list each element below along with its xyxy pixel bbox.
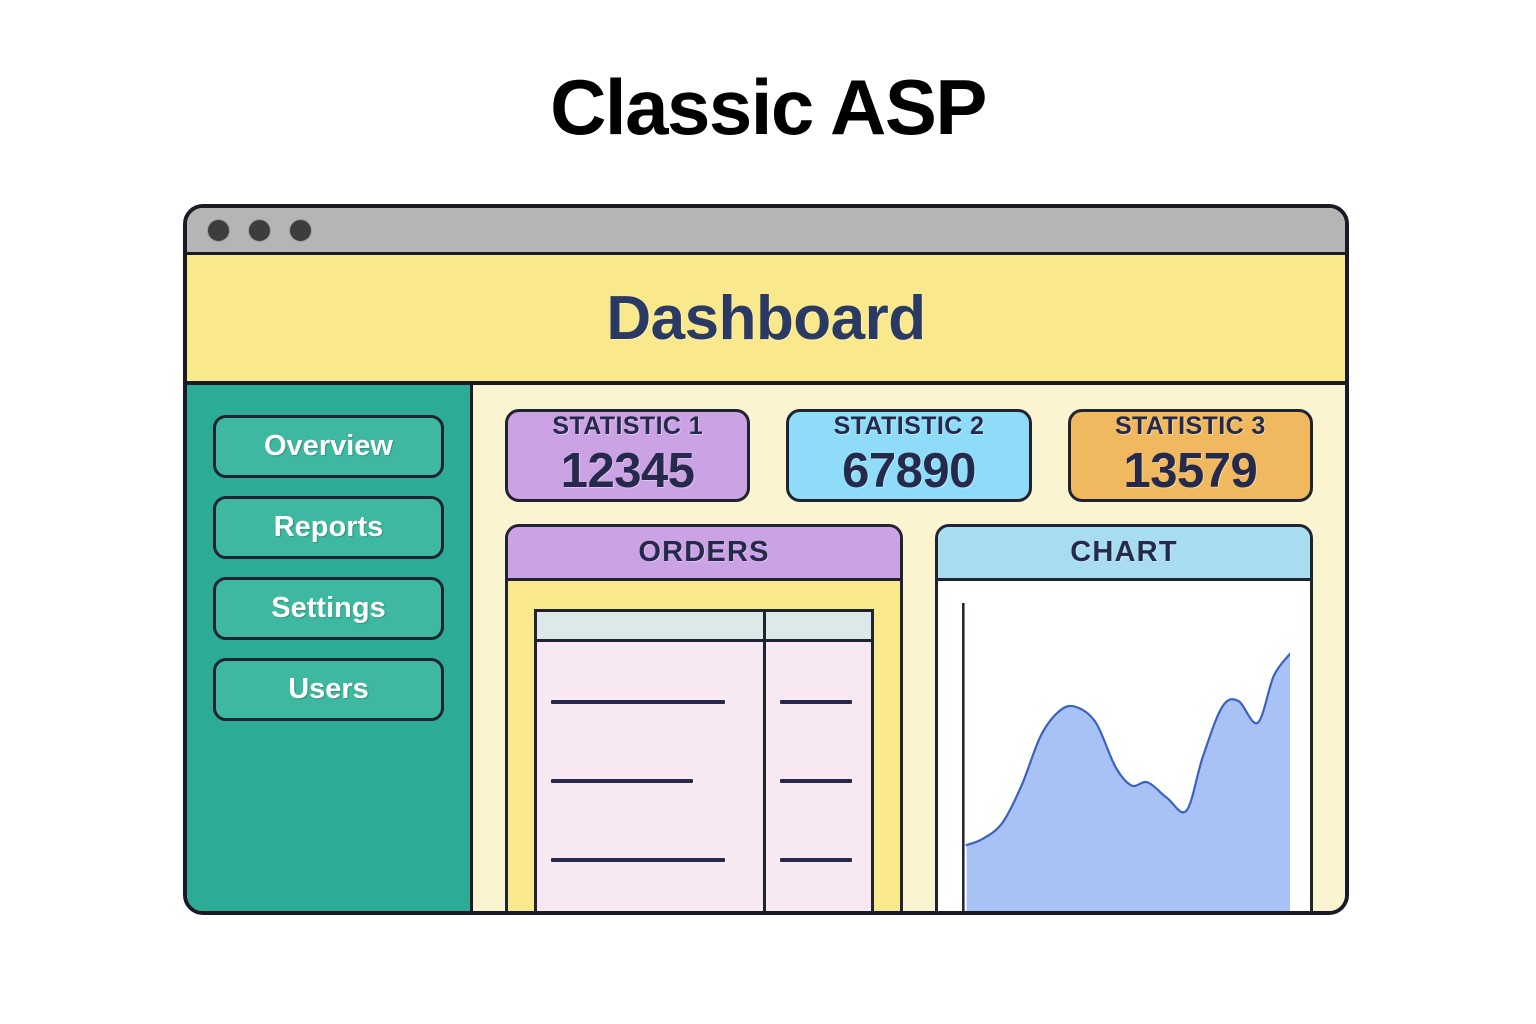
sidebar-item-label: Users: [288, 673, 369, 705]
stat-card-value: 12345: [560, 444, 695, 498]
orders-panel-body: [508, 581, 900, 911]
orders-table-header-cell-wide: [537, 612, 766, 639]
orders-row-placeholder: [779, 699, 852, 704]
stats-row: STATISTIC 1 12345 STATISTIC 2 67890 STAT…: [505, 409, 1313, 502]
dashboard-title: Dashboard: [606, 283, 926, 353]
window-titlebar: [187, 208, 1345, 255]
area-chart[interactable]: [960, 603, 1290, 915]
orders-table-header-cell-narrow: [765, 612, 871, 639]
stat-card-label: STATISTIC 2: [833, 412, 985, 440]
chart-panel-body: [938, 581, 1310, 915]
chart-area-fill: [966, 653, 1290, 911]
orders-table-column-narrow: [765, 642, 871, 911]
browser-window: Dashboard Overview Reports Settings User…: [183, 204, 1349, 915]
main-content: STATISTIC 1 12345 STATISTIC 2 67890 STAT…: [473, 385, 1345, 915]
sidebar-item-label: Settings: [271, 592, 386, 624]
page-title: Classic ASP: [550, 63, 987, 151]
stat-card-label: STATISTIC 1: [552, 412, 704, 440]
orders-table-header-row: [537, 612, 871, 642]
stat-card-label: STATISTIC 3: [1114, 412, 1266, 440]
chart-panel-title: CHART: [1070, 536, 1178, 568]
sidebar-item-settings[interactable]: Settings: [213, 577, 444, 640]
orders-row-placeholder: [779, 778, 852, 783]
chart-panel: CHART: [935, 524, 1313, 915]
minimize-dot-icon[interactable]: [248, 218, 271, 242]
orders-row-placeholder: [551, 778, 694, 783]
chart-line: [967, 654, 1290, 845]
chart-panel-header: CHART: [938, 527, 1310, 581]
sidebar-item-label: Overview: [264, 430, 393, 462]
stat-card-3[interactable]: STATISTIC 3 13579: [1067, 409, 1313, 502]
orders-row-placeholder: [551, 699, 726, 704]
orders-panel: ORDERS: [505, 524, 903, 911]
orders-table-column-wide: [537, 642, 766, 911]
stat-card-2[interactable]: STATISTIC 2 67890: [786, 409, 1032, 502]
sidebar-item-users[interactable]: Users: [213, 658, 444, 721]
orders-table-body: [537, 642, 871, 911]
stat-card-1[interactable]: STATISTIC 1 12345: [505, 409, 751, 502]
maximize-dot-icon[interactable]: [289, 218, 312, 242]
orders-row-placeholder: [779, 858, 852, 863]
panels-row: ORDERS: [505, 524, 1313, 915]
orders-row-placeholder: [551, 858, 726, 863]
stat-card-value: 67890: [842, 444, 976, 498]
stat-card-value: 13579: [1123, 444, 1258, 498]
orders-table[interactable]: [534, 609, 874, 911]
sidebar-item-overview[interactable]: Overview: [213, 415, 444, 478]
orders-panel-header: ORDERS: [508, 527, 900, 581]
orders-panel-title: ORDERS: [638, 536, 770, 568]
window-body: Overview Reports Settings Users STATISTI…: [187, 385, 1345, 915]
sidebar: Overview Reports Settings Users: [187, 385, 473, 911]
close-dot-icon[interactable]: [207, 218, 230, 242]
sidebar-item-label: Reports: [273, 511, 384, 543]
sidebar-item-reports[interactable]: Reports: [213, 496, 444, 559]
dashboard-header: Dashboard: [187, 255, 1345, 385]
